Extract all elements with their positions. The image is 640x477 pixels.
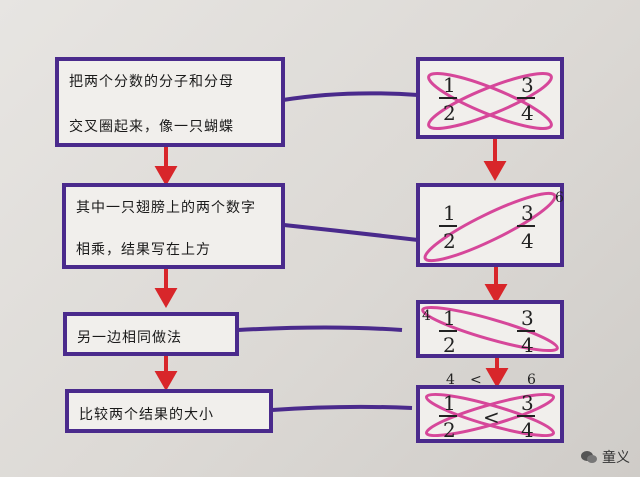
- step-box-3: 另一边相同做法: [63, 312, 239, 356]
- product-left: 4: [446, 372, 455, 388]
- product-left: 4: [422, 308, 431, 324]
- fraction-1-bar: [439, 330, 457, 332]
- step-box-2: 其中一只翅膀上的两个数字 相乘，结果写在上方: [62, 183, 285, 269]
- fraction-2-denominator: 4: [521, 333, 534, 357]
- compare-sign: <: [483, 405, 500, 429]
- butterfly-loops: [424, 392, 556, 438]
- fraction-1-denominator: 2: [443, 418, 456, 442]
- step-1-line-1: 把两个分数的分子和分母: [69, 74, 234, 90]
- fraction-2-denominator: 4: [521, 229, 534, 253]
- step-2-line-2: 相乘，结果写在上方: [76, 242, 211, 258]
- fraction-2-numerator: 3: [521, 306, 534, 330]
- fraction-1-bar: [439, 97, 457, 99]
- step-1-line-2: 交叉圈起来，像一只蝴蝶: [69, 119, 234, 135]
- connector-2: [283, 223, 419, 242]
- wing-loop: [421, 305, 559, 353]
- fraction-2-bar: [517, 97, 535, 99]
- fraction-1-numerator: 1: [443, 306, 456, 330]
- step-2-line-1: 其中一只翅膀上的两个数字: [76, 200, 256, 216]
- fraction-1-bar: [439, 225, 457, 227]
- wechat-icon: [581, 451, 597, 463]
- example-box-4: 1 2 < 3 4: [416, 385, 564, 443]
- fraction-2-bar: [517, 225, 535, 227]
- example-box-1: 1 2 3 4: [416, 57, 564, 139]
- step-box-4: 比较两个结果的大小: [65, 389, 273, 433]
- fraction-2-numerator: 3: [521, 391, 534, 415]
- butterfly-loops: [427, 71, 553, 131]
- fraction-1-denominator: 2: [443, 101, 456, 125]
- connector-1: [282, 91, 419, 102]
- fraction-1-numerator: 1: [443, 391, 456, 415]
- fraction-2-bar: [517, 330, 535, 332]
- top-compare-sign: <: [470, 372, 482, 388]
- connector-3: [237, 325, 403, 332]
- step-3-line-1: 另一边相同做法: [77, 330, 182, 346]
- product-right: 6: [555, 190, 564, 206]
- example-box-3: 1 2 3 4: [416, 300, 564, 358]
- connector-4: [271, 404, 413, 412]
- fraction-1-denominator: 2: [443, 229, 456, 253]
- step-4-line-1: 比较两个结果的大小: [79, 407, 214, 423]
- fraction-1-denominator: 2: [443, 333, 456, 357]
- fraction-1-bar: [439, 415, 457, 417]
- fraction-2-bar: [517, 415, 535, 417]
- product-right: 6: [527, 372, 536, 388]
- example-box-2: 1 2 3 4: [416, 183, 564, 267]
- watermark: 童义: [581, 447, 630, 467]
- fraction-2-numerator: 3: [521, 73, 534, 97]
- fraction-2-denominator: 4: [521, 101, 534, 125]
- step-box-1: 把两个分数的分子和分母 交叉圈起来，像一只蝴蝶: [55, 57, 285, 147]
- wing-loop: [423, 191, 557, 263]
- fraction-1-numerator: 1: [443, 73, 456, 97]
- fraction-2-denominator: 4: [521, 418, 534, 442]
- fraction-2-numerator: 3: [521, 201, 534, 225]
- watermark-text: 童义: [602, 450, 630, 466]
- fraction-1-numerator: 1: [443, 201, 456, 225]
